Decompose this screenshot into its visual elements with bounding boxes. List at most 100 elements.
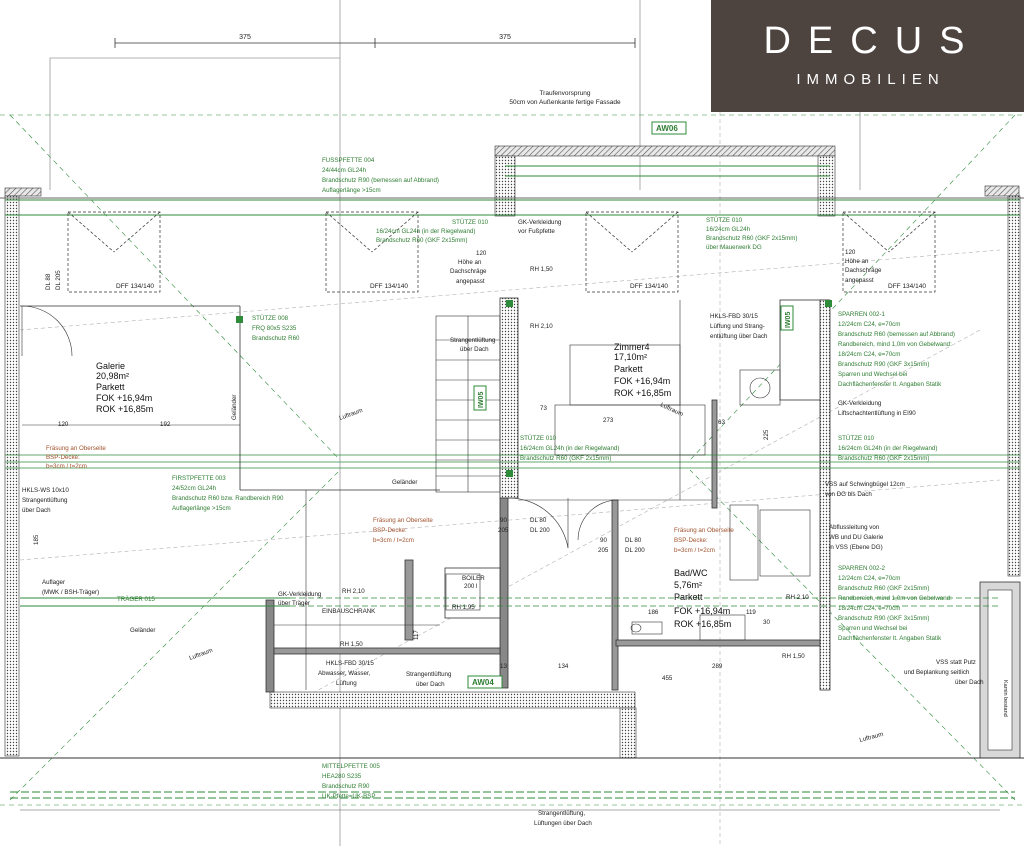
dimension-text: 120 bbox=[845, 249, 856, 256]
mittelpfette-text: HEA280 S235 bbox=[322, 773, 362, 780]
sparren-text: Brandschutz R90 (GKF 3x15mm) bbox=[838, 615, 929, 622]
gk-label: vor Fußpfette bbox=[518, 228, 555, 235]
stuetze-label: STÜTZE 010 bbox=[838, 435, 875, 442]
room-rok-bad: ROK +16,85m bbox=[674, 619, 731, 629]
dimension-text: 119 bbox=[746, 609, 756, 616]
dimension-text: 134 bbox=[558, 663, 569, 670]
room-rok-zimmer: ROK +16,85m bbox=[614, 388, 671, 398]
sparren-text: Randbereich, mind 1,0m von Gebelwand: bbox=[838, 341, 952, 348]
note-text: Dachschräge bbox=[450, 268, 487, 275]
dimension-text: 185 bbox=[33, 534, 40, 545]
dim-375-left: 375 bbox=[239, 34, 251, 41]
mittelpfette-label: MITTELPFETTE 005 bbox=[322, 763, 380, 770]
stuetze-text: 16/24cm GL24h bbox=[706, 226, 751, 233]
dimension-text: 117 bbox=[413, 630, 420, 640]
sparren-text: 18/24cm C24, e=70cm bbox=[838, 351, 900, 358]
column-markers bbox=[236, 300, 832, 477]
dl-label: DL 88 bbox=[45, 273, 52, 290]
fraesung-label: Fräsung an Oberseite bbox=[46, 445, 106, 452]
room-name-bad: Bad/WC bbox=[674, 568, 708, 578]
strangentlueftung-label: Strangentlüftung bbox=[450, 337, 496, 344]
sparren-label: SPARREN 002-1 bbox=[838, 311, 886, 318]
note-text: Höhe an bbox=[458, 259, 482, 266]
stuetze-text: Brandschutz R60 bbox=[252, 335, 300, 342]
boiler-label: 200 l bbox=[464, 583, 477, 590]
firstpfette-text: 24/52cm GL24h bbox=[172, 485, 217, 492]
rh-label: RH 1,50 bbox=[782, 653, 805, 660]
stuetze-label: STÜTZE 010 bbox=[452, 219, 489, 226]
gk-label: GK-Verkleidung bbox=[838, 400, 882, 407]
brand-name: DECUS bbox=[763, 20, 982, 62]
dimension-text: 225 bbox=[763, 429, 770, 440]
note-text: angepasst bbox=[456, 278, 485, 285]
hkls-label: HKLS-WS 10x10 bbox=[22, 487, 69, 494]
dimension-text: DL 200 bbox=[625, 547, 645, 554]
fraesung-text: BSP-Decke: bbox=[674, 537, 708, 544]
room-fok-bad: FOK +16,94m bbox=[674, 606, 730, 616]
gk-label: GK-Verkleidung bbox=[518, 219, 562, 226]
wall-tag-aw06: AW06 bbox=[656, 124, 678, 133]
window-label-1: DFF 134/140 bbox=[116, 283, 154, 290]
dimension-text: 120 bbox=[58, 421, 69, 428]
boiler-label: BOILER bbox=[462, 575, 485, 582]
abfluss-label: Abflussleitung von bbox=[829, 524, 880, 531]
hkls-label: Lüftung und Strang- bbox=[710, 323, 765, 330]
abfluss-label: WB und DU Galerie bbox=[829, 534, 884, 541]
stuetze-text: FRQ 80x5 S235 bbox=[252, 325, 297, 332]
kamin-label: Kamin bestand bbox=[1002, 680, 1008, 717]
sparren-label: SPARREN 002-2 bbox=[838, 565, 886, 572]
mittelpfette-text: Brandschutz R90 bbox=[322, 783, 370, 790]
rh-label: RH 1,50 bbox=[340, 641, 363, 648]
fraesung-label: Fräsung an Oberseite bbox=[373, 517, 433, 524]
stuetze-text: Brandschutz R60 (GKF 2x15mm) bbox=[520, 455, 611, 462]
gk-label: GK-Verkleidung bbox=[278, 591, 322, 598]
gelaender-label: Geländer bbox=[130, 627, 155, 634]
abfluss-label: in VSS (Ebene DG) bbox=[829, 544, 883, 551]
fraesung-text: b=3cm / t=2cm bbox=[674, 547, 715, 554]
dim-375-right: 375 bbox=[499, 34, 511, 41]
sparren-text: 18/24cm C24, e=70cm bbox=[838, 605, 900, 612]
annotations-brown: Fräsung an Oberseite BSP-Decke: b=3cm / … bbox=[46, 445, 734, 554]
wall-tag-aw04: AW04 bbox=[472, 678, 494, 687]
luftraum-label: Luftraum bbox=[338, 407, 363, 422]
dimension-text: 273 bbox=[603, 417, 614, 424]
fusspfette-text: Auflagerlänge >15cm bbox=[322, 187, 381, 194]
stuetze-label: STÜTZE 010 bbox=[706, 217, 743, 224]
dimension-text: 455 bbox=[662, 675, 673, 682]
fraesung-text: b=3cm / t=2cm bbox=[373, 537, 414, 544]
wall-tag-iw05b: IW05 bbox=[785, 312, 792, 328]
fusspfette-text: Brandschutz R90 (bemessen auf Abbrand) bbox=[322, 177, 439, 184]
sparren-text: Brandschutz R60 (GKF 2x15mm) bbox=[838, 585, 929, 592]
interior-walls bbox=[265, 297, 831, 693]
strangentlueftung-label: Lüftungen über Dach bbox=[534, 820, 592, 827]
firstpfette-label: FIRSTPFETTE 003 bbox=[172, 475, 226, 482]
mittelpfette-text: UK-Pfette=UK-BSP bbox=[322, 793, 375, 800]
sparren-text: Dachflächenfenster lt. Angaben Statik bbox=[838, 381, 942, 388]
fraesung-text: b=3cm / t=2cm bbox=[46, 463, 87, 470]
exterior-walls bbox=[0, 145, 1024, 759]
firstpfette-text: Brandschutz R60 bzw. Randbereich R90 bbox=[172, 495, 284, 502]
hkls-label: Lüftung bbox=[336, 680, 357, 687]
annotations-green: FUSSPFETTE 004 24/44cm GL24h Brandschutz… bbox=[117, 157, 955, 800]
room-area-galerie: 20,98m² bbox=[96, 371, 129, 381]
stuetze-text: über Mauerwerk DG bbox=[706, 244, 762, 251]
room-area-bad: 5,76m² bbox=[674, 580, 702, 590]
dimension-text: 90 bbox=[600, 537, 607, 544]
roof-diagonals bbox=[0, 114, 1024, 811]
gk-label: Liftschachtentlüftung in EI90 bbox=[838, 410, 916, 417]
einbauschrank-label: EINBAUSCHRANK bbox=[322, 608, 376, 615]
stuetze-text: Brandschutz R60 (GKF 2x15mm) bbox=[376, 237, 467, 244]
sparren-text: Sparren und Wechsel bei bbox=[838, 625, 907, 632]
room-name-zimmer: Zimmer4 bbox=[614, 342, 650, 352]
fusspfette-label: FUSSPFETTE 004 bbox=[322, 157, 375, 164]
rh-label: RH 2,10 bbox=[530, 323, 553, 330]
luftraum-label: Luftraum bbox=[859, 731, 884, 744]
room-fok-galerie: FOK +16,94m bbox=[96, 393, 152, 403]
roof-windows bbox=[67, 211, 936, 293]
vss-label: und Beplankung seitlich bbox=[904, 669, 970, 676]
dimension-text: 30 bbox=[763, 619, 770, 626]
dimension-text: 13 bbox=[500, 663, 507, 670]
hkls-label: HKLS-FBD 30/15 bbox=[326, 660, 374, 667]
fusspfette-text: 24/44cm GL24h bbox=[322, 167, 367, 174]
